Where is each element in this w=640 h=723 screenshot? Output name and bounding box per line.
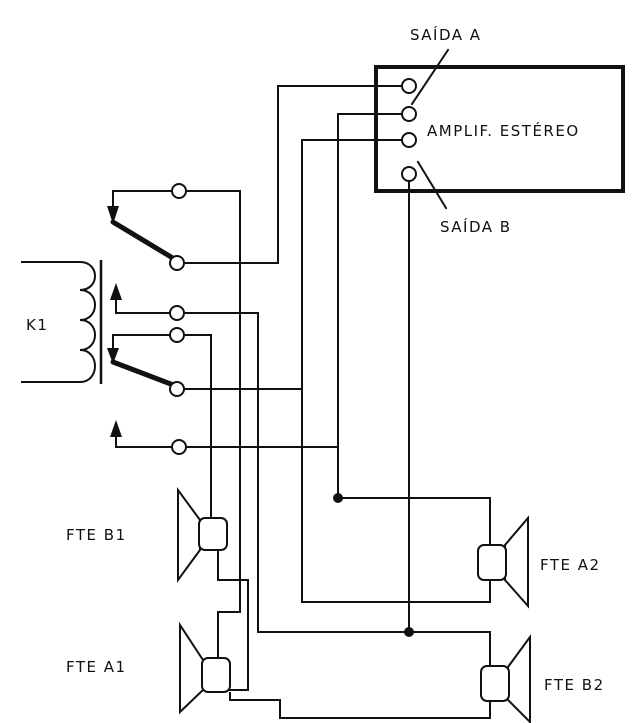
wire-relay-mid-contact [182,334,212,521]
wire-arm-lead-2 [112,334,176,351]
speaker-icon [507,633,531,723]
wire-amp-t3-to-relay-pole-2 [182,139,404,390]
wire-arrow-lead-2 [115,429,176,448]
wire-fte-b2-top [257,631,491,669]
amp-terminal-4 [401,166,417,182]
relay-terminal-pole-2 [169,381,185,397]
label-relay-k1: K1 [26,316,48,334]
amp-terminal-1 [401,78,417,94]
relay-terminal-bottom-contact [171,439,187,455]
label-saida-a: SAÍDA A [410,25,482,44]
wire-fte-a2-return [301,388,491,603]
speaker-icon [177,486,201,584]
wire-fte-b2-bottom [229,692,491,719]
label-amplifier: AMPLIF. ESTÉREO [427,121,580,140]
relay-terminal-top-contact [171,183,187,199]
relay-terminal-pole-1 [169,255,185,271]
junction-dot-a2 [333,493,343,503]
saida-b-pointer [416,160,448,210]
coil-windings [21,261,96,383]
wire-fte-b1-lower [217,549,249,691]
speaker-magnet [198,517,228,551]
label-fte-a1: FTE A1 [66,658,127,676]
saida-a-pointer [410,48,450,106]
speaker-fte-a1 [179,621,231,715]
speaker-fte-a2 [477,515,529,609]
contact-arrow-2 [110,420,122,437]
relay-terminal-nc [169,305,185,321]
contact-arrow-1 [110,283,122,300]
wire-relay-nc-contact [182,312,259,633]
speaker-magnet [201,657,231,693]
label-fte-b2: FTE B2 [544,676,605,694]
speaker-icon [179,621,204,715]
wire-relay-bottom-contact [182,446,339,499]
label-fte-a2: FTE A2 [540,556,601,574]
amp-terminal-2 [401,106,417,122]
label-saida-b: SAÍDA B [440,217,512,236]
amplifier-box [374,65,625,193]
speaker-magnet [480,665,510,702]
switch-arm-1-arrow [107,206,119,224]
speaker-fte-b1 [177,486,228,584]
label-fte-b1: FTE B1 [66,526,127,544]
speaker-fte-b2 [480,633,531,723]
wire-relay-top-contact [182,190,241,664]
wire-amp-t1-to-relay-pole-1 [182,85,404,264]
wire-arrow-lead-1 [115,292,176,314]
speaker-magnet [477,544,507,581]
relay-coil [21,260,103,384]
speaker-icon [504,515,529,609]
junction-dot-b2 [404,627,414,637]
switch-arm-2-arrow [107,348,119,364]
switch-arm-1 [110,219,179,263]
relay-terminal-mid-contact [169,327,185,343]
switch-arm-2 [110,359,179,389]
amp-terminal-3 [401,132,417,148]
wire-arm-lead-1 [112,190,176,208]
